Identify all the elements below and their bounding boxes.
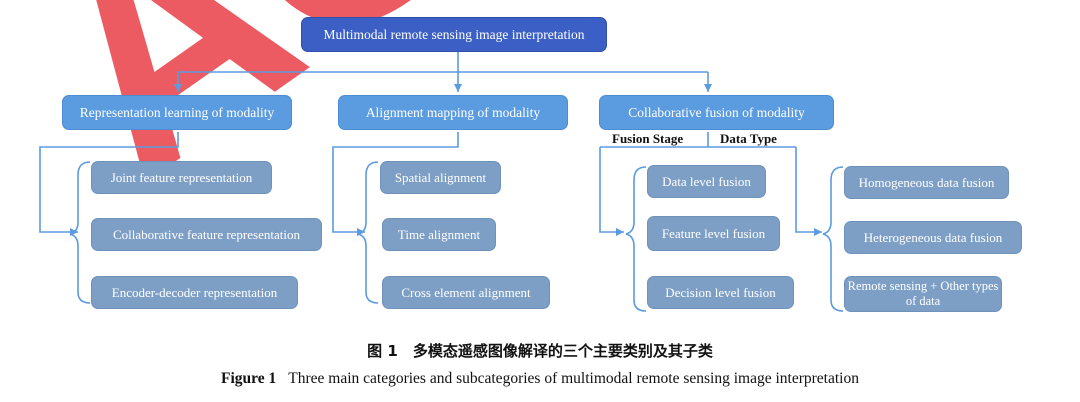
caption-figure-label: Figure 1 — [221, 370, 277, 387]
subcategory-heterogeneous-data-fusion: Heterogeneous data fusion — [844, 221, 1022, 254]
subcategory-data-level-fusion: Data level fusion — [647, 165, 766, 198]
subcategory-homogeneous-data-fusion: Homogeneous data fusion — [844, 166, 1009, 199]
subcategory-encoder-decoder: Encoder-decoder representation — [91, 276, 298, 309]
subcategory-remote-sensing-other: Remote sensing + Other types of data — [844, 276, 1002, 312]
root-node: Multimodal remote sensing image interpre… — [301, 17, 607, 52]
subcategory-spatial-alignment: Spatial alignment — [380, 161, 501, 194]
category-collaborative-fusion: Collaborative fusion of modality — [599, 95, 834, 130]
subcategory-feature-level-fusion: Feature level fusion — [647, 216, 780, 251]
subcategory-decision-level-fusion: Decision level fusion — [647, 276, 794, 309]
data-type-header: Data Type — [720, 131, 777, 146]
subcategory-joint-feature: Joint feature representation — [91, 161, 272, 194]
caption-english: Figure 1 Three main categories and subcat… — [0, 370, 1080, 388]
caption-chinese: 图 1 多模态遥感图像解译的三个主要类别及其子类 — [367, 342, 713, 360]
caption-figure-text: Three main categories and subcategories … — [288, 370, 859, 387]
subcategory-time-alignment: Time alignment — [382, 218, 496, 251]
category-representation-learning: Representation learning of modality — [62, 95, 292, 130]
fusion-stage-header: Fusion Stage — [612, 131, 684, 146]
category-alignment-mapping: Alignment mapping of modality — [338, 95, 568, 130]
subcategory-collaborative-feature: Collaborative feature representation — [91, 218, 322, 251]
subcategory-cross-element-alignment: Cross element alignment — [382, 276, 550, 309]
